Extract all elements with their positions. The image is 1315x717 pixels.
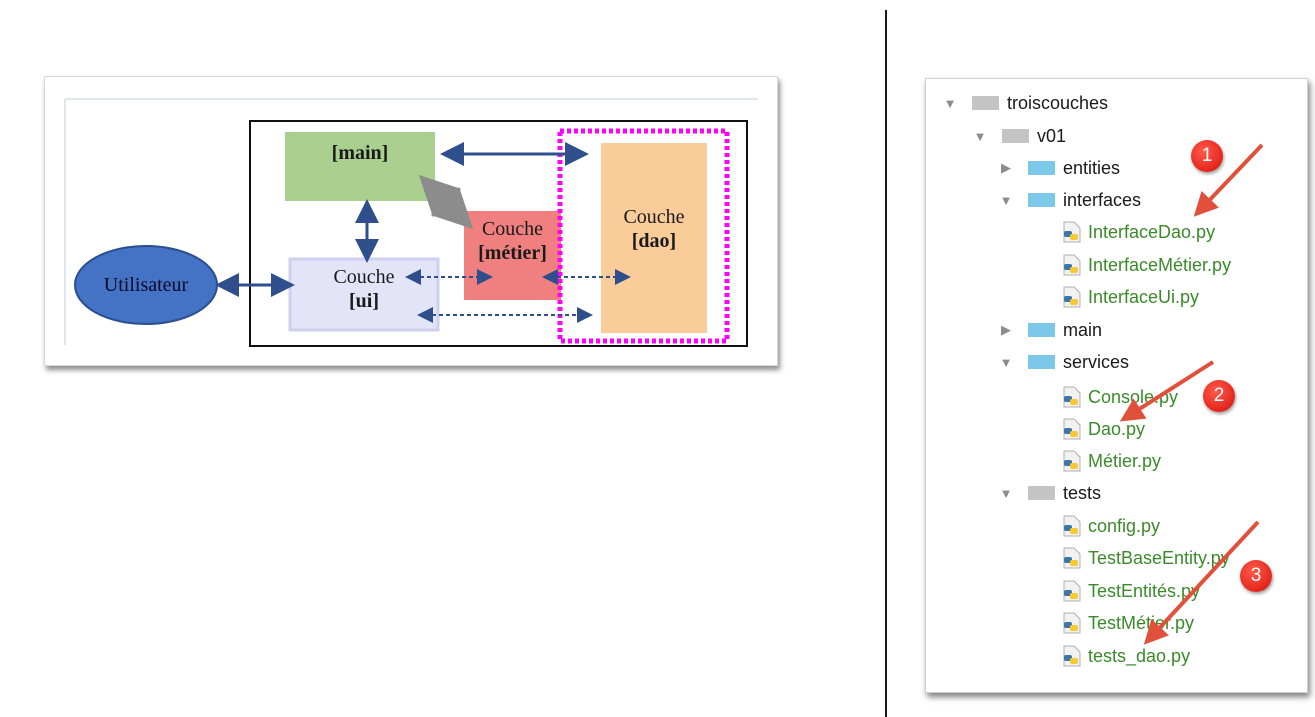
expand-toggle-icon[interactable]: ▼ bbox=[943, 95, 957, 111]
python-file-icon bbox=[1063, 221, 1081, 243]
main-label: [main] bbox=[331, 142, 389, 164]
tree-item-interfacedao[interactable]: InterfaceDao.py bbox=[1062, 217, 1215, 247]
tree-item-label: entities bbox=[1063, 157, 1121, 178]
python-file-icon bbox=[1063, 386, 1081, 408]
tree-item-entities[interactable]: ▶ entities bbox=[998, 153, 1120, 183]
tree-item-label: TestBaseEntity.py bbox=[1088, 547, 1230, 568]
tree-item-label: main bbox=[1063, 319, 1103, 340]
tree-item-main[interactable]: ▶ main bbox=[998, 315, 1102, 345]
diagram-shapes bbox=[64, 98, 758, 347]
tree-item-dao[interactable]: Dao.py bbox=[1062, 414, 1145, 444]
ui-label-line2: [ui] bbox=[349, 290, 379, 312]
tree-item-label: Console.py bbox=[1088, 386, 1179, 407]
folder-icon bbox=[1028, 323, 1055, 337]
expand-toggle-icon[interactable]: ▼ bbox=[999, 192, 1013, 208]
folder-icon bbox=[972, 96, 999, 110]
tree-item-label: config.py bbox=[1088, 515, 1161, 536]
layers-container bbox=[249, 120, 748, 347]
architecture-diagram: Utilisateur [main] Couche [ui] Couche [m… bbox=[44, 76, 778, 366]
utilisateur-label: Utilisateur bbox=[103, 274, 189, 296]
tree-item-v01[interactable]: ▼ v01 bbox=[972, 121, 1066, 151]
tree-item-label: Dao.py bbox=[1088, 418, 1146, 439]
collapse-toggle-icon[interactable]: ▶ bbox=[1001, 322, 1011, 337]
tree-item-testbaseentity[interactable]: TestBaseEntity.py bbox=[1062, 543, 1230, 573]
metier-label-line2: [métier] bbox=[478, 242, 547, 264]
tree-item-console[interactable]: Console.py bbox=[1062, 382, 1178, 412]
folder-icon bbox=[1028, 486, 1055, 500]
tree-item-interfacemetier[interactable]: InterfaceMétier.py bbox=[1062, 250, 1231, 280]
tree-item-troiscouches[interactable]: ▼ troiscouches bbox=[942, 88, 1109, 118]
expand-toggle-icon[interactable]: ▼ bbox=[999, 485, 1013, 501]
folder-icon bbox=[1028, 193, 1055, 207]
dao-box bbox=[601, 143, 707, 333]
python-file-icon bbox=[1063, 612, 1081, 634]
folder-icon bbox=[1002, 129, 1029, 143]
tree-item-label: tests bbox=[1063, 482, 1102, 503]
tree-item-label: InterfaceMétier.py bbox=[1088, 254, 1232, 275]
annotation-badge-3: 3 bbox=[1240, 560, 1272, 592]
tree-item-testmetier[interactable]: TestMétier.py bbox=[1062, 608, 1194, 638]
tree-item-label: TestEntités.py bbox=[1088, 580, 1201, 601]
tree-item-metier[interactable]: Métier.py bbox=[1062, 446, 1161, 476]
tree-item-tests[interactable]: ▼ tests bbox=[998, 478, 1101, 508]
python-file-icon bbox=[1063, 547, 1081, 569]
tree-item-label: InterfaceDao.py bbox=[1088, 221, 1216, 242]
tree-item-label: v01 bbox=[1037, 125, 1067, 146]
tree-item-config[interactable]: config.py bbox=[1062, 511, 1160, 541]
tree-item-label: InterfaceUi.py bbox=[1088, 286, 1200, 307]
python-file-icon bbox=[1063, 580, 1081, 602]
expand-toggle-icon[interactable]: ▼ bbox=[973, 128, 987, 144]
python-file-icon bbox=[1063, 286, 1081, 308]
python-file-icon bbox=[1063, 450, 1081, 472]
page-divider bbox=[885, 10, 887, 717]
main-box bbox=[285, 132, 435, 201]
arrow-main-metier bbox=[418, 174, 474, 230]
dao-label-line1: Couche bbox=[623, 206, 685, 228]
tree-item-label: troiscouches bbox=[1007, 92, 1109, 113]
tree-item-label: services bbox=[1063, 351, 1130, 372]
tree-item-label: TestMétier.py bbox=[1088, 612, 1195, 633]
folder-icon bbox=[1028, 355, 1055, 369]
python-file-icon bbox=[1063, 645, 1081, 667]
tree-item-label: Métier.py bbox=[1088, 450, 1162, 471]
tree-item-testentites[interactable]: TestEntités.py bbox=[1062, 576, 1200, 606]
tree-item-tests-dao[interactable]: tests_dao.py bbox=[1062, 641, 1190, 671]
tree-item-label: tests_dao.py bbox=[1088, 645, 1191, 666]
project-tree-panel: ▼ troiscouches ▼ v01 ▶ entities ▼ interf… bbox=[925, 78, 1308, 693]
ui-label-line1: Couche bbox=[333, 266, 395, 288]
annotation-badge-1: 1 bbox=[1191, 140, 1223, 172]
expand-toggle-icon[interactable]: ▼ bbox=[999, 354, 1013, 370]
metier-label-line1: Couche bbox=[481, 218, 544, 240]
collapse-toggle-icon[interactable]: ▶ bbox=[1001, 160, 1011, 175]
annotation-badge-2: 2 bbox=[1203, 380, 1235, 412]
python-file-icon bbox=[1063, 515, 1081, 537]
python-file-icon bbox=[1063, 418, 1081, 440]
folder-icon bbox=[1028, 161, 1055, 175]
dao-label-line2: [dao] bbox=[631, 230, 677, 252]
tree-item-label: interfaces bbox=[1063, 189, 1142, 210]
python-file-icon bbox=[1063, 254, 1081, 276]
dao-label: Couche [dao] bbox=[601, 205, 707, 253]
tree-item-services[interactable]: ▼ services bbox=[998, 347, 1129, 377]
tree-item-interfaceui[interactable]: InterfaceUi.py bbox=[1062, 282, 1199, 312]
metier-box bbox=[464, 211, 561, 300]
ui-label: Couche [ui] bbox=[290, 265, 438, 313]
metier-label: Couche [métier] bbox=[464, 217, 561, 265]
tree-item-interfaces[interactable]: ▼ interfaces bbox=[998, 185, 1141, 215]
